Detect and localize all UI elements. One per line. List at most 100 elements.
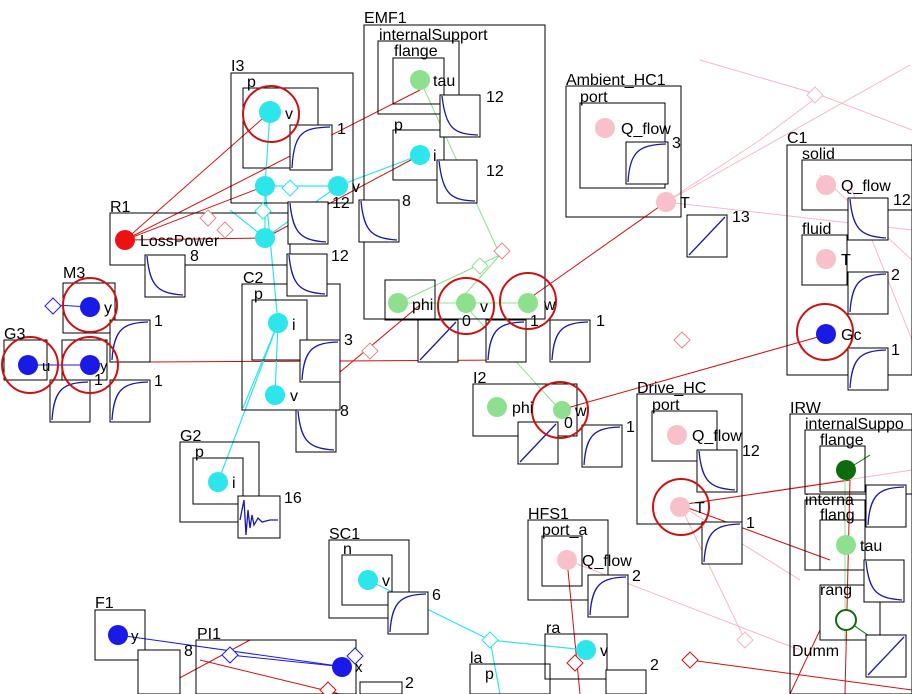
c2-i-node[interactable] — [268, 313, 288, 333]
count-v: 1 — [530, 313, 539, 330]
plot-hfs1[interactable] — [587, 574, 629, 618]
i2-phi-node[interactable] — [487, 397, 507, 417]
highlight-halos — [1, 85, 854, 536]
text-labels: EMF1 internalSupport flange tau p i 12 1… — [4, 10, 911, 692]
c1-gc-node[interactable] — [816, 324, 836, 344]
node-cyan-c[interactable] — [255, 228, 275, 248]
r1-loss-node[interactable] — [115, 230, 135, 250]
plot-emf-tau[interactable] — [439, 94, 481, 138]
hfs1-port-label: port_a — [542, 522, 587, 539]
g2-p-label: p — [195, 444, 204, 461]
signal-nodes — [18, 70, 857, 677]
plot-r1-b[interactable] — [286, 253, 328, 297]
c1-q-node[interactable] — [816, 175, 836, 195]
ra-title: ra — [546, 620, 560, 637]
f1-y-node[interactable] — [108, 625, 128, 645]
count-emf-tau: 12 — [486, 89, 504, 106]
plot-w[interactable] — [549, 319, 591, 363]
plot-ra[interactable] — [605, 669, 647, 694]
ambient-t-node[interactable] — [656, 192, 676, 212]
c1-gc-label: Gc — [841, 327, 861, 344]
pi1-x-label: x — [355, 659, 363, 676]
dummy-title: Dumm — [792, 643, 839, 660]
plot-sc1[interactable] — [387, 591, 429, 635]
count-c1-t: 2 — [891, 267, 900, 284]
c2-v-label: v — [290, 388, 298, 405]
c2-i-label: i — [292, 317, 296, 334]
g2-i-node[interactable] — [208, 472, 228, 492]
c1-t-node[interactable] — [816, 249, 836, 269]
emf1-tau-label: tau — [433, 73, 455, 90]
ambient-port-label: port — [580, 89, 608, 106]
irw-rang-node[interactable] — [835, 609, 857, 631]
emf-i-node[interactable] — [410, 145, 430, 165]
plot-irw-c[interactable] — [865, 634, 907, 678]
drive-q-node[interactable] — [667, 425, 687, 445]
plot-c2-v[interactable] — [295, 409, 337, 453]
plot-r1[interactable] — [144, 254, 186, 298]
plot-drive-t[interactable] — [701, 521, 743, 565]
drive-t-node[interactable] — [670, 497, 690, 517]
plot-phi[interactable] — [417, 319, 459, 363]
irw-tau-node[interactable] — [836, 535, 856, 555]
plot-emf-i[interactable] — [436, 159, 478, 204]
sc1-v-node[interactable] — [358, 570, 378, 590]
plot-i2-w[interactable] — [581, 424, 623, 468]
plot-node-v[interactable] — [287, 201, 329, 245]
count-drive-t: 1 — [746, 515, 755, 532]
drive-t-label: T — [695, 500, 705, 517]
plot-c2-i[interactable] — [299, 339, 341, 383]
plot-pi1[interactable] — [359, 681, 403, 694]
emf-tau-node[interactable] — [410, 70, 430, 90]
i3-v-node[interactable] — [259, 101, 281, 123]
pi1-x-node[interactable] — [332, 657, 352, 677]
plot-c1-q[interactable] — [847, 197, 889, 241]
junction-diamonds — [44, 86, 824, 694]
i2-w-node[interactable] — [553, 401, 571, 419]
plot-thumbnails — [49, 94, 907, 694]
node-v-label: v — [352, 179, 360, 196]
plot-irw-b[interactable] — [863, 559, 905, 603]
plot-c1-gc[interactable] — [847, 347, 889, 391]
i3-p-label: p — [247, 74, 256, 91]
plot-g3-b[interactable] — [109, 379, 151, 423]
g3-u-node[interactable] — [18, 355, 38, 375]
count-c1-q: 12 — [893, 192, 911, 209]
v-node[interactable] — [456, 293, 476, 313]
g3-y-node[interactable] — [80, 355, 100, 375]
c2-v-node[interactable] — [265, 385, 285, 405]
i2-phi-label: phi — [512, 400, 533, 417]
node-cyan-b[interactable] — [328, 176, 348, 196]
emf1-flange-label: flange — [394, 43, 438, 60]
plot-f1[interactable] — [137, 649, 181, 694]
c1-fluid-label: fluid — [802, 221, 831, 238]
phi-node[interactable] — [388, 293, 408, 313]
component-frames — [3, 24, 912, 694]
irw-flange-node[interactable] — [836, 460, 856, 480]
node-cyan-a[interactable] — [255, 176, 275, 196]
drive-port-label: port — [652, 397, 680, 414]
ra-v-node[interactable] — [576, 640, 596, 660]
m3-y-node[interactable] — [80, 297, 100, 317]
plot-ambient-t[interactable] — [686, 214, 728, 258]
w-node[interactable] — [518, 293, 538, 313]
plot-g3[interactable] — [49, 379, 91, 423]
count-ambient: 3 — [672, 135, 681, 152]
count-phi: 0 — [462, 313, 471, 330]
plot-i2[interactable] — [517, 421, 559, 465]
plot-v[interactable] — [485, 319, 527, 363]
i3-title: I3 — [231, 58, 244, 75]
plot-c1-t[interactable] — [847, 271, 889, 315]
plot-node-v2[interactable] — [358, 199, 400, 243]
plot-ambient[interactable] — [625, 141, 669, 185]
plot-i3-v[interactable] — [289, 124, 333, 171]
count-node-v: 12 — [332, 195, 350, 212]
ambient-q-node[interactable] — [595, 118, 615, 138]
plot-g2[interactable] — [237, 495, 281, 539]
plot-drive-q[interactable] — [696, 449, 738, 493]
c1-t-label: T — [841, 252, 851, 269]
emf1-p-label: p — [394, 117, 403, 134]
c1-q-label: Q_flow — [841, 178, 891, 195]
plot-irw-a[interactable] — [865, 484, 907, 528]
hfs1-q-node[interactable] — [557, 550, 577, 570]
